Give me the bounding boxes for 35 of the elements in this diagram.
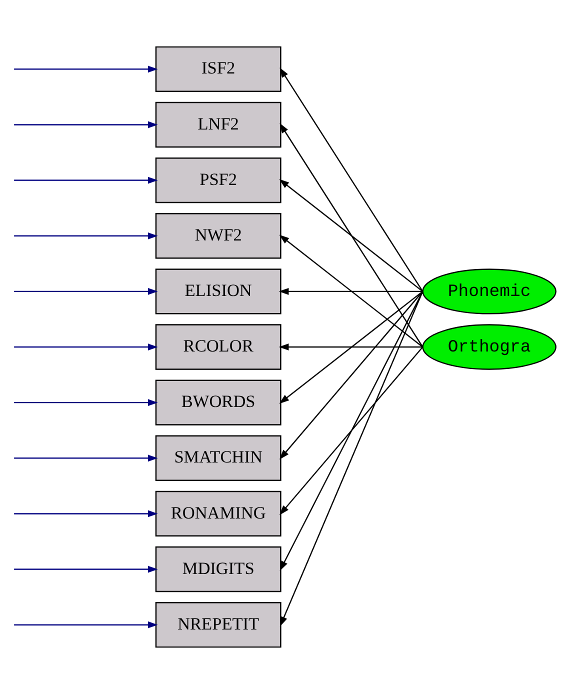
node-box: NWF2 (155, 213, 282, 259)
node-box: RONAMING (155, 490, 282, 537)
arrow (14, 121, 158, 128)
arrow (14, 454, 158, 462)
arrow (14, 510, 158, 518)
node-box: RCOLOR (155, 324, 282, 370)
arrow (280, 291, 424, 571)
arrow (280, 123, 424, 348)
node-box: SMATCHIN (155, 435, 282, 481)
arrow (14, 566, 158, 573)
arrow (14, 621, 158, 628)
node-box: MDIGITS (155, 546, 282, 592)
arrow (279, 291, 424, 460)
arrow (14, 288, 158, 295)
node-ellipse: Phonemic (422, 268, 556, 314)
arrow (14, 399, 158, 406)
arrow (280, 68, 424, 292)
arrow (280, 291, 424, 627)
node-box: ELISION (155, 268, 282, 314)
node-box: LNF2 (155, 102, 282, 148)
arrow (279, 179, 424, 292)
node-ellipse: Orthogra (422, 324, 556, 370)
arrow (14, 232, 158, 240)
node-box: NREPETIT (155, 602, 282, 648)
arrow (14, 176, 158, 184)
node-box: PSF2 (155, 157, 282, 204)
node-box: ISF2 (155, 46, 282, 92)
arrow (278, 344, 423, 350)
arrow (14, 344, 158, 350)
arrow (279, 290, 424, 404)
node-box: BWORDS (155, 380, 282, 426)
arrow (14, 66, 158, 73)
arrow (278, 288, 423, 295)
arrow (279, 346, 424, 516)
arrow (279, 234, 424, 348)
